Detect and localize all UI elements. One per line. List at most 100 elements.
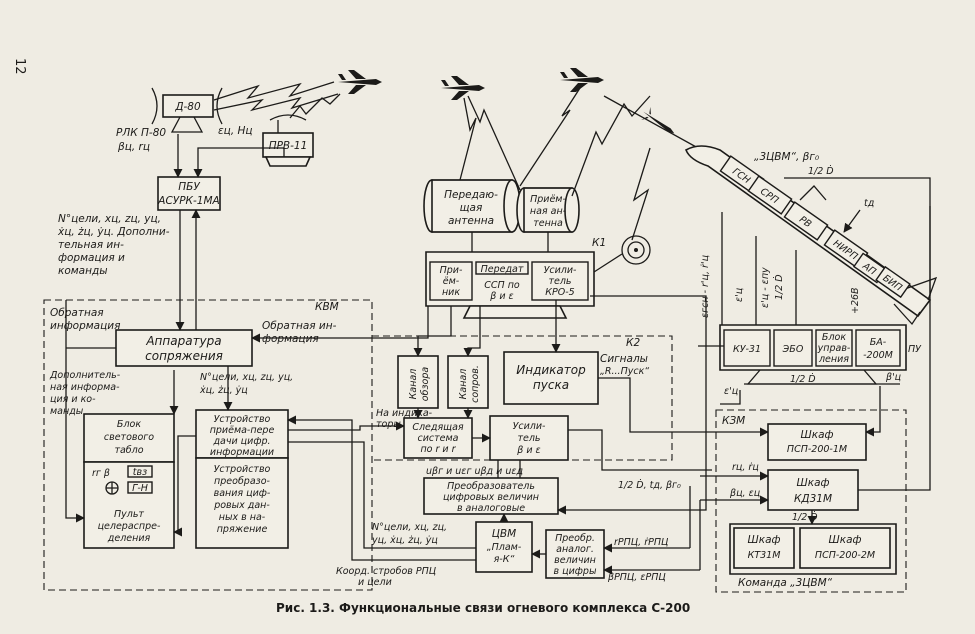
interface-line1: Аппаратура: [145, 334, 221, 348]
svg-text:-200М: -200М: [863, 350, 893, 361]
svg-text:система: система: [418, 433, 459, 444]
transmitter-block: Передат: [475, 261, 529, 275]
svg-text:Дополнитель-: Дополнитель-: [49, 370, 121, 381]
missile-part-nirp: НИРП: [823, 229, 869, 269]
svg-text:ровых дан-: ровых дан-: [213, 500, 270, 511]
svg-text:щая: щая: [460, 202, 483, 214]
page-number: 12: [12, 58, 27, 75]
svg-text:аналог.: аналог.: [556, 544, 594, 555]
k1-label: К1: [592, 237, 606, 249]
ba200-block: БА- -200М: [855, 329, 901, 367]
svg-text:и цели: и цели: [358, 577, 392, 588]
svg-text:БА-: БА-: [870, 337, 887, 348]
receiver-block: При- ём- ник: [429, 261, 473, 301]
figure-caption: Рис. 1.3. Функциональные связи огневого …: [276, 601, 690, 615]
altimeter-output: εц, Hц: [218, 125, 253, 137]
light-board-box: [83, 413, 175, 463]
svg-text:β и ε: β и ε: [489, 291, 513, 302]
svg-text:„Плам-: „Плам-: [487, 542, 522, 553]
bpc-label: βРПЦ, εРПЦ: [607, 572, 666, 583]
svg-text:Шкаф: Шкаф: [748, 534, 781, 546]
svg-text:ная ан-: ная ан-: [530, 206, 567, 217]
computer-inputs: N°цели, xц, zц, yц, ẋц, żц, ẏц: [371, 522, 447, 546]
amp-beta-eps: Усили- тель β и ε: [489, 415, 569, 461]
svg-text:ЭБО: ЭБО: [782, 344, 804, 355]
k2-label: К2: [626, 337, 640, 349]
kt-box: Шкаф КТ31М: [733, 527, 795, 569]
svg-text:Преобр.: Преобр.: [555, 533, 595, 544]
ebo-block: ЭБО: [773, 329, 813, 367]
converter-text: Устройство преобразо- вания циф- ровых д…: [213, 464, 271, 535]
missile-side-label: εгсн - r'ц, ṙ'ц: [700, 255, 711, 318]
kzm-label: КЗМ: [722, 415, 745, 427]
rx-antenna-icon: [516, 187, 580, 233]
svg-text:тель: тель: [517, 433, 540, 444]
svg-text:Следящая: Следящая: [412, 422, 464, 433]
kzm-command: Команда „3ЦВМ“: [738, 577, 833, 589]
svg-text:КД31М: КД31М: [794, 493, 832, 505]
console-button-gn[interactable]: Г-Н: [132, 483, 148, 494]
amplifier-kro-block: Усили- тель КРО-5: [531, 261, 589, 301]
altimeter-beam: [289, 93, 341, 119]
signals-u: uβг и uεг uβд и uεд: [426, 466, 523, 477]
missile-d-label: 1/2 Ḋ: [808, 166, 834, 177]
svg-text:тенна: тенна: [533, 218, 563, 229]
launch-indicator: Индикатор пуска: [503, 351, 599, 405]
radar-antenna-label: Д-80: [174, 101, 201, 113]
kvm-feedback-left: Обратная: [50, 307, 104, 319]
svg-text:Индикатор: Индикатор: [516, 363, 586, 377]
svg-text:Шкаф: Шкаф: [797, 477, 830, 489]
psp2-box: Шкаф ПСП-200-2М: [799, 527, 891, 569]
strobe-label: Коорд. стробов РПЦ и цели: [336, 566, 437, 588]
svg-text:управ-: управ-: [817, 343, 851, 354]
svg-text:N°цели, xц, zц, yц,: N°цели, xц, zц, yц,: [58, 213, 161, 225]
svg-text:пряжение: пряжение: [217, 524, 268, 535]
dac-box: Преобразователь цифровых величин в анало…: [423, 477, 559, 515]
kzm-d: 1/2 Ḋ: [792, 512, 818, 523]
svg-text:информации: информации: [210, 447, 274, 458]
kvm-label: КВМ: [315, 301, 339, 313]
interface-line2: сопряжения: [145, 349, 223, 363]
svg-text:При-: При-: [440, 265, 463, 276]
svg-text:Устройство: Устройство: [214, 464, 271, 475]
adc-box: Преобр. аналог. величин в цифры: [545, 529, 605, 579]
svg-text:вания циф-: вания циф-: [214, 488, 271, 499]
svg-text:по r и r: по r и r: [420, 444, 456, 455]
left-note: N°цели, xц, zц, yц, ẋц, żц, ẏц. Дополни-…: [57, 213, 170, 277]
console-button-tvz[interactable]: tвз: [133, 467, 147, 478]
rpc-label: rРПЦ, ṙРПЦ: [614, 537, 669, 548]
control-block: Блок управ- ления: [815, 329, 853, 367]
missile-td: tд: [864, 198, 875, 209]
pbu-line2: АСУРК-1МА: [157, 195, 219, 207]
svg-text:тель: тель: [548, 276, 571, 287]
svg-text:ная информа-: ная информа-: [50, 382, 120, 393]
svg-text:манды: манды: [50, 406, 84, 417]
missile-part-rv: РВ: [783, 201, 829, 241]
missile-v268: +26В: [850, 287, 861, 314]
svg-text:формация и: формация и: [58, 252, 125, 264]
console-line3: деления: [107, 533, 151, 544]
svg-text:ẋц, żц, ẏц: ẋц, żц, ẏц: [199, 385, 248, 396]
aircraft-icon: [338, 70, 382, 94]
missile-half: 1/2 Ḋ: [774, 274, 785, 300]
console-symbol-r: rг β: [92, 468, 110, 479]
radar-beam: [213, 93, 339, 112]
svg-text:N°цели, xц, zц,: N°цели, xц, zц,: [372, 522, 447, 533]
psp1-box: Шкаф ПСП-200-1М: [767, 423, 867, 461]
launcher-beta: β'ц: [885, 372, 901, 383]
launcher-label: ПУ: [908, 344, 922, 355]
converter-box: [195, 457, 289, 549]
transceiver-text: Устройство приёма-пере дачи цифр. информ…: [210, 414, 275, 458]
altimeter-label: ПРВ-11: [269, 140, 308, 152]
missile-label: „3ЦВМ“, βг₀: [754, 151, 820, 163]
svg-text:Канал: Канал: [458, 369, 469, 400]
svg-text:ник: ник: [442, 287, 460, 298]
missile-part-srp: СРП: [747, 175, 793, 215]
svg-text:Канал: Канал: [408, 369, 419, 400]
svg-text:ЦВМ: ЦВМ: [492, 528, 516, 540]
svg-text:величин: величин: [554, 555, 596, 566]
radar-name: РЛК П-80: [116, 127, 166, 139]
svg-text:N°цели, xц, zц, yц,: N°цели, xц, zц, yц,: [200, 372, 293, 383]
svg-text:Шкаф: Шкаф: [801, 429, 834, 441]
light-board-line3: табло: [114, 445, 143, 456]
